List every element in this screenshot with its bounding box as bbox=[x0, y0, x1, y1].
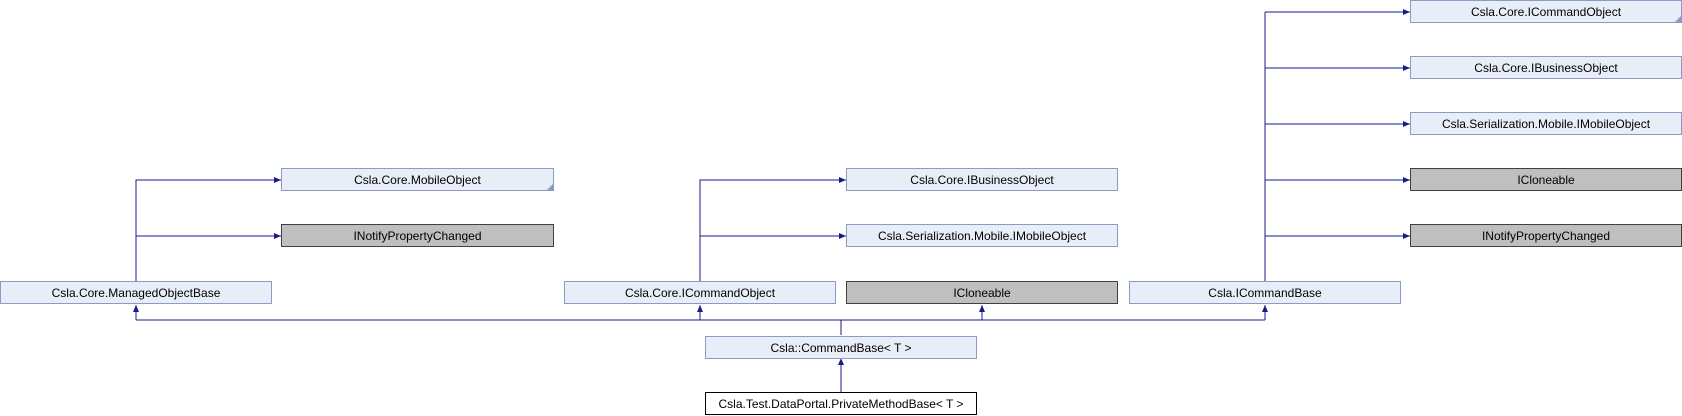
node-label: ICloneable bbox=[953, 285, 1011, 300]
node-ibusinessobject-mid[interactable]: Csla.Core.IBusinessObject bbox=[846, 168, 1118, 191]
node-label: Csla.Core.ICommandObject bbox=[624, 285, 776, 300]
node-inotify-left: INotifyPropertyChanged bbox=[281, 224, 554, 247]
node-managedobjectbase[interactable]: Csla.Core.ManagedObjectBase bbox=[0, 281, 272, 304]
node-label: Csla.Serialization.Mobile.IMobileObject bbox=[877, 228, 1087, 243]
node-label: Csla.Core.IBusinessObject bbox=[1474, 60, 1618, 75]
node-label: Csla.Core.ManagedObjectBase bbox=[51, 285, 221, 300]
node-label: Csla.Core.MobileObject bbox=[354, 172, 481, 187]
node-label: INotifyPropertyChanged bbox=[353, 228, 482, 243]
node-icommandbase[interactable]: Csla.ICommandBase bbox=[1129, 281, 1401, 304]
node-icommandobject-right[interactable]: Csla.Core.ICommandObject bbox=[1410, 0, 1682, 23]
node-commandbase[interactable]: Csla::CommandBase< T > bbox=[705, 336, 977, 359]
edge-icommandobject-to-ibusinessobject bbox=[699, 177, 846, 281]
node-ibusinessobject-right[interactable]: Csla.Core.IBusinessObject bbox=[1410, 56, 1682, 79]
node-icloneable-right: ICloneable bbox=[1410, 168, 1682, 191]
truncated-corner-icon bbox=[547, 184, 553, 190]
node-core-icommandobject-mid[interactable]: Csla.Core.ICommandObject bbox=[564, 281, 836, 304]
node-icloneable-mid: ICloneable bbox=[846, 281, 1118, 304]
node-label: Csla::CommandBase< T > bbox=[770, 340, 912, 355]
node-label: Csla.Serialization.Mobile.IMobileObject bbox=[1441, 116, 1651, 131]
truncated-corner-icon bbox=[1675, 16, 1681, 22]
edge-managedobjectbase-to-mobileobject bbox=[135, 177, 281, 281]
node-label: Csla.Test.DataPortal.PrivateMethodBase< … bbox=[718, 396, 964, 411]
node-inotify-right: INotifyPropertyChanged bbox=[1410, 224, 1682, 247]
node-label: Csla.Core.ICommandObject bbox=[1470, 4, 1622, 19]
node-label: INotifyPropertyChanged bbox=[1481, 228, 1611, 243]
node-imobileobject-right[interactable]: Csla.Serialization.Mobile.IMobileObject bbox=[1410, 112, 1682, 135]
node-label: Csla.Core.IBusinessObject bbox=[910, 172, 1054, 187]
node-imobileobject-mid[interactable]: Csla.Serialization.Mobile.IMobileObject bbox=[846, 224, 1118, 247]
node-mobileobject[interactable]: Csla.Core.MobileObject bbox=[281, 168, 554, 191]
node-privatemethodbase: Csla.Test.DataPortal.PrivateMethodBase< … bbox=[705, 392, 977, 415]
node-label: Csla.ICommandBase bbox=[1208, 285, 1322, 300]
node-label: ICloneable bbox=[1517, 172, 1575, 187]
